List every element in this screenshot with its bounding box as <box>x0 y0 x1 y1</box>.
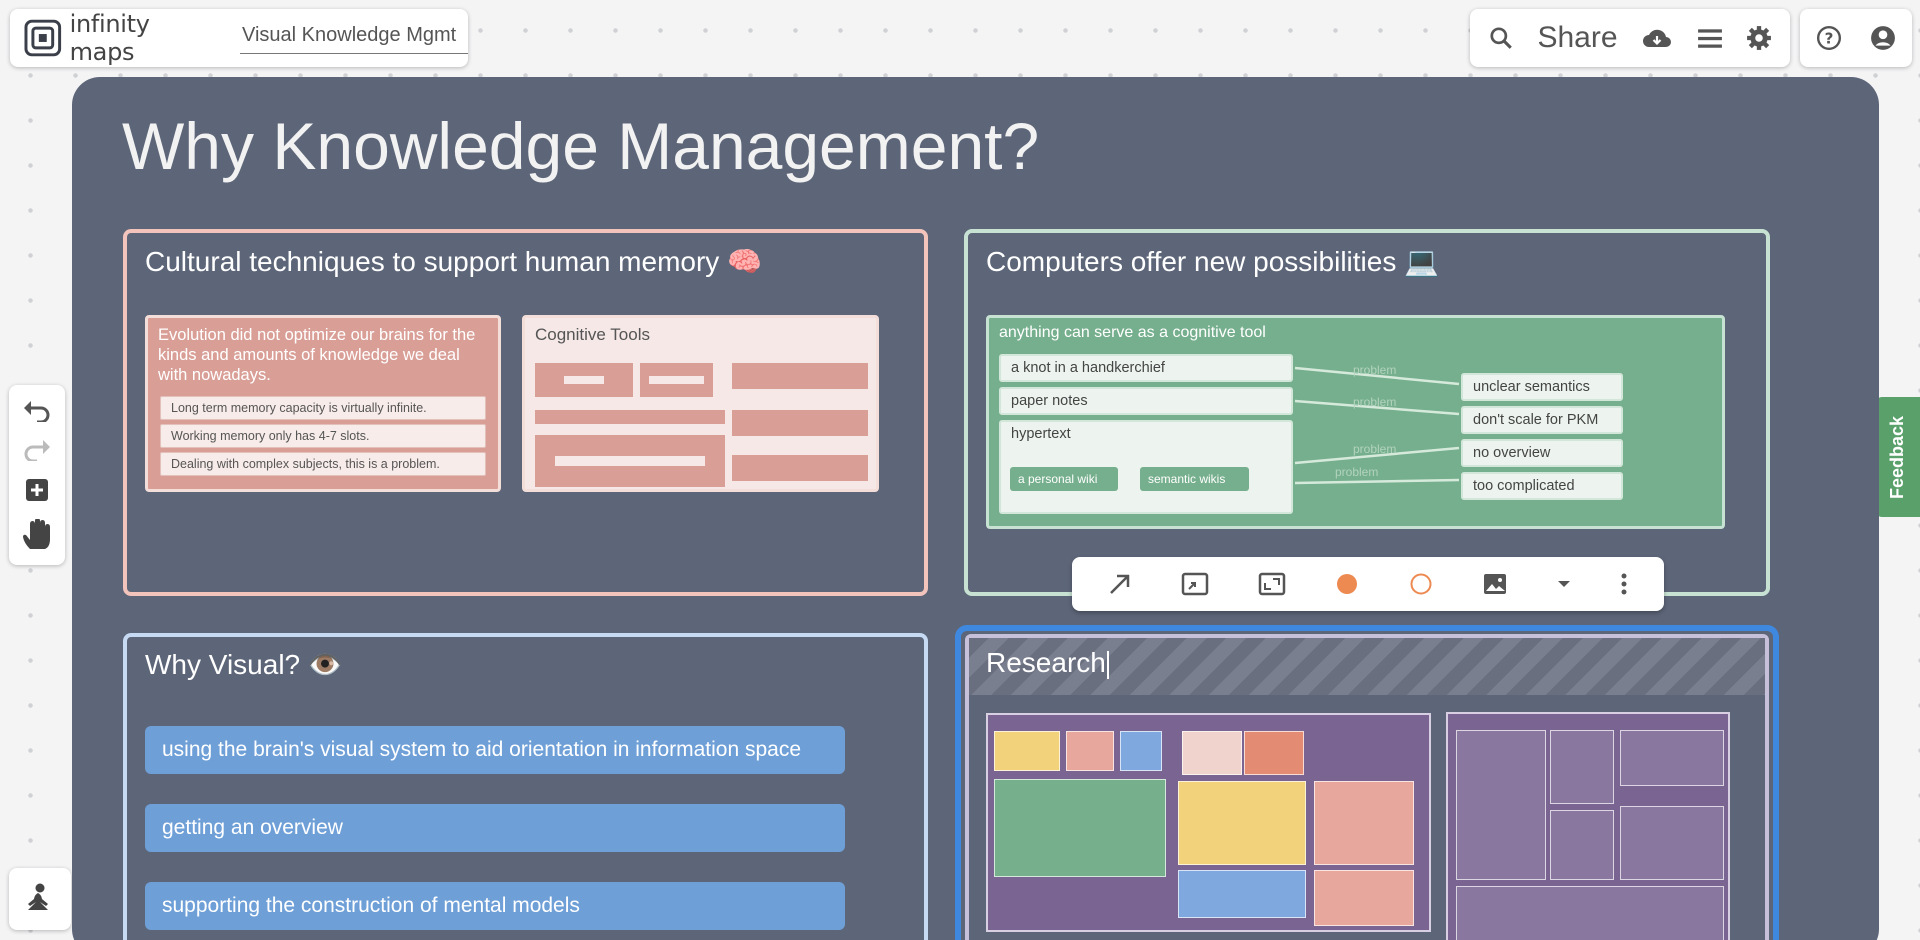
left-toolbar <box>9 385 65 565</box>
fill-color-icon[interactable] <box>1335 572 1359 596</box>
research-title-text: Research <box>986 647 1106 678</box>
border-color-icon[interactable] <box>1409 572 1433 596</box>
infinity-maps-logo-icon[interactable] <box>24 19 62 57</box>
evolution-card-text: Evolution did not optimize our brains fo… <box>158 326 476 384</box>
thumbnail-card <box>994 731 1060 771</box>
computers-frame-title[interactable]: Computers offer new possibilities 💻 <box>986 246 1439 277</box>
memory-point[interactable]: Working memory only has 4-7 slots. <box>160 424 486 448</box>
search-icon[interactable] <box>1488 25 1514 51</box>
cognitive-tools-thumbnail <box>732 363 868 389</box>
thumbnail-card <box>1550 730 1614 804</box>
memory-point[interactable]: Dealing with complex subjects, this is a… <box>160 452 486 476</box>
why-visual-frame-title[interactable]: Why Visual? 👁️ <box>145 649 343 680</box>
top-toolbar: Share <box>1470 9 1790 67</box>
research-frame[interactable] <box>965 634 1769 940</box>
meditation-icon <box>28 883 48 910</box>
cognitive-tools-thumbnail <box>535 363 633 397</box>
thumbnail-card <box>994 779 1166 877</box>
thumbnail-card <box>1550 810 1614 880</box>
selection-toolbar <box>1072 557 1664 611</box>
thumbnail-card <box>1182 731 1242 775</box>
help-icon[interactable]: ? <box>1816 25 1842 51</box>
semantic-wikis-chip[interactable]: semantic wikis <box>1140 467 1249 491</box>
problem-item[interactable]: don't scale for PKM <box>1461 406 1623 434</box>
canvas-title[interactable]: Why Knowledge Management? <box>122 109 1040 183</box>
problem-item[interactable]: unclear semantics <box>1461 373 1623 401</box>
problem-item[interactable]: too complicated <box>1461 472 1623 500</box>
tool-item[interactable]: paper notes <box>999 387 1293 415</box>
image-icon[interactable] <box>1482 572 1508 596</box>
feedback-label: Feedback <box>1887 415 1908 499</box>
thumbnail-card <box>1120 731 1162 771</box>
cognitive-tools-thumbnail <box>640 363 713 397</box>
cognitive-tools-thumbnail <box>535 410 725 424</box>
visual-item[interactable]: getting an overview <box>145 804 845 852</box>
top-toolbar-account: ? <box>1800 9 1912 67</box>
more-vertical-icon[interactable] <box>1620 572 1628 596</box>
cloud-sync-icon[interactable] <box>1641 25 1673 51</box>
cultural-techniques-frame[interactable] <box>123 229 928 596</box>
thumbnail-card <box>1244 731 1304 775</box>
tool-item: hypertext <box>1011 426 1071 442</box>
evolution-card[interactable]: Evolution did not optimize our brains fo… <box>145 315 501 492</box>
why-visual-frame[interactable] <box>123 633 928 940</box>
thumbnail-card <box>1066 731 1114 771</box>
cognitive-tools-card[interactable]: Cognitive Tools <box>522 315 879 492</box>
edge-label: problem <box>1353 395 1397 409</box>
undo-icon[interactable] <box>23 400 51 422</box>
zen-mode-button[interactable] <box>9 868 71 930</box>
shrink-frame-icon[interactable] <box>1181 572 1209 596</box>
research-group-thumbnail[interactable] <box>986 713 1431 932</box>
edge-label: problem <box>1353 442 1397 456</box>
memory-point[interactable]: Long term memory capacity is virtually i… <box>160 396 486 420</box>
app-name: infinity maps <box>69 10 150 66</box>
visual-item[interactable]: supporting the construction of mental mo… <box>145 882 845 930</box>
problem-connectors <box>1294 366 1460 485</box>
research-group-thumbnail[interactable] <box>1446 712 1730 940</box>
cognitive-tools-title: Cognitive Tools <box>535 325 650 344</box>
research-title-editing-bar[interactable] <box>969 638 1765 695</box>
research-frame-selection[interactable] <box>955 625 1779 940</box>
cognitive-tool-card[interactable]: anything can serve as a cognitive tool a… <box>986 315 1725 529</box>
tool-item[interactable]: a knot in a handkerchief <box>999 354 1293 382</box>
text-cursor <box>1106 650 1109 679</box>
thumbnail-card <box>1314 870 1414 926</box>
personal-wiki-chip[interactable]: a personal wiki <box>1010 467 1118 491</box>
redo-icon[interactable] <box>23 439 51 461</box>
expand-frame-icon[interactable] <box>1258 572 1286 596</box>
thumbnail-card <box>1620 730 1724 786</box>
research-frame-title[interactable]: Research <box>986 647 1109 679</box>
app-header: infinity maps Visual Knowledge Mgmt <box>10 9 468 67</box>
edge-label: problem <box>1353 363 1397 377</box>
thumbnail-card <box>1178 781 1306 865</box>
cultural-frame-title[interactable]: Cultural techniques to support human mem… <box>145 246 762 277</box>
add-box-icon[interactable] <box>25 478 49 502</box>
svg-text:?: ? <box>1825 29 1834 47</box>
cognitive-tool-card-title: anything can serve as a cognitive tool <box>999 324 1266 341</box>
thumbnail-card <box>1314 781 1414 865</box>
cognitive-tools-thumbnail <box>732 410 868 436</box>
chevron-down-icon[interactable] <box>1557 579 1571 589</box>
share-button[interactable]: Share <box>1537 21 1618 54</box>
cognitive-tools-thumbnail <box>535 435 725 487</box>
thumbnail-card <box>1620 806 1724 880</box>
visual-item[interactable]: using the brain's visual system to aid o… <box>145 726 845 774</box>
edge-label: problem <box>1335 465 1379 479</box>
account-icon[interactable] <box>1870 25 1896 51</box>
cognitive-tools-thumbnail <box>732 455 868 481</box>
document-title-input[interactable]: Visual Knowledge Mgmt <box>240 22 468 54</box>
connect-arrow-icon[interactable] <box>1108 572 1132 596</box>
thumbnail-card <box>1178 870 1306 918</box>
menu-icon[interactable] <box>1697 27 1723 49</box>
thumbnail-card <box>1456 886 1724 940</box>
thumbnail-card <box>1456 730 1546 880</box>
problem-item[interactable]: no overview <box>1461 439 1623 467</box>
pan-hand-icon[interactable] <box>22 518 52 551</box>
settings-gear-icon[interactable] <box>1746 25 1772 51</box>
feedback-tab[interactable]: Feedback <box>1876 397 1920 517</box>
